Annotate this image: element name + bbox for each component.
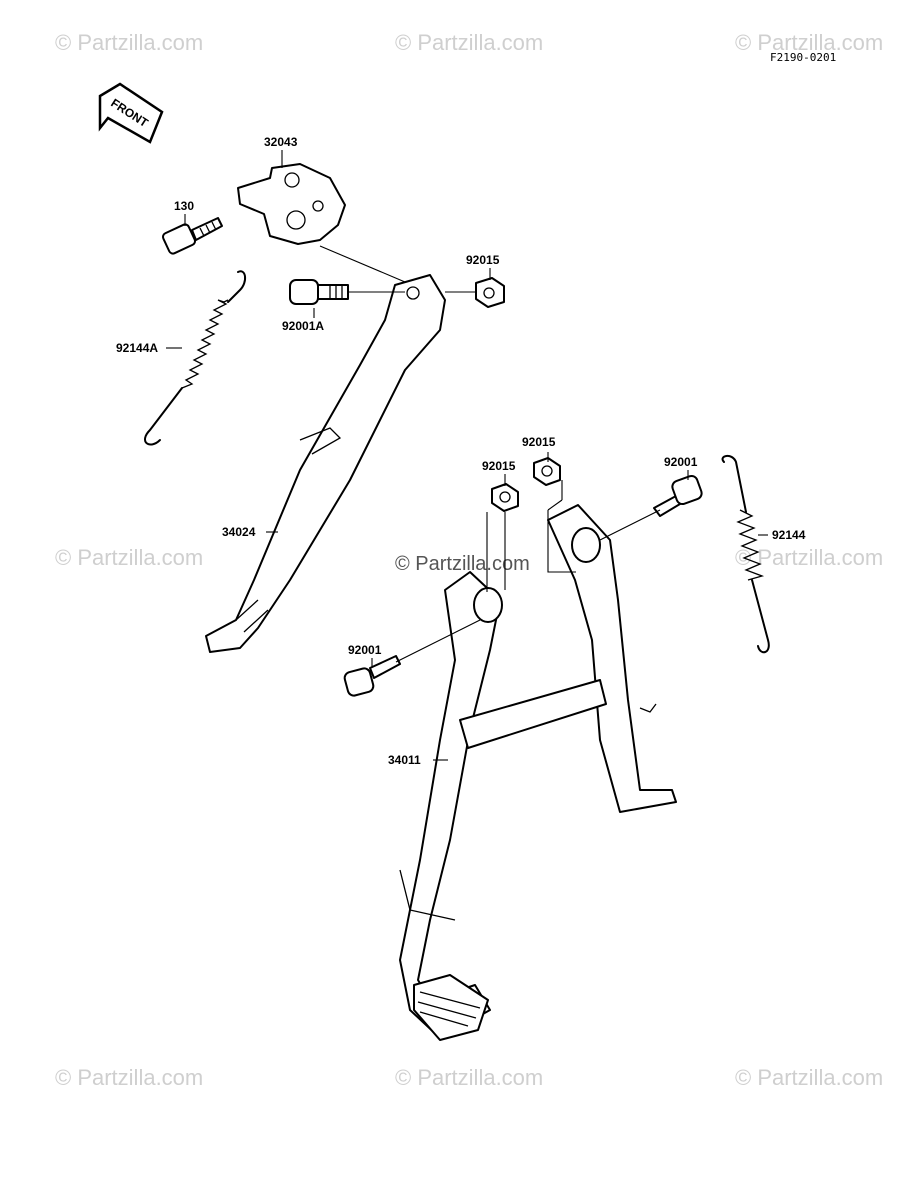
watermarks: © Partzilla.com © Partzilla.com © Partzi…: [55, 30, 883, 1090]
watermark-mid-left: © Partzilla.com: [55, 545, 203, 570]
label-92001-main-right: 92001: [664, 455, 698, 469]
nut-main-right-part: [533, 457, 561, 486]
label-92015-main-left: 92015: [482, 459, 516, 473]
watermark-bottom-center: © Partzilla.com: [395, 1065, 543, 1090]
front-arrow-icon: FRONT: [98, 82, 164, 144]
watermark-top-center: © Partzilla.com: [395, 30, 543, 55]
side-stand-part: [205, 274, 446, 653]
bolt-130-part: [161, 217, 223, 255]
figure-code: F2190-0201: [770, 51, 836, 64]
leader-lines: [166, 150, 768, 761]
bolt-main-left-part: [343, 655, 401, 697]
label-92001a: 92001A: [282, 319, 324, 333]
watermark-top-left: © Partzilla.com: [55, 30, 203, 55]
spring-main-part: [721, 455, 770, 654]
label-92015-main-right: 92015: [522, 435, 556, 449]
main-stand-part: [399, 504, 677, 1041]
bolt-main-right-part: [653, 474, 703, 517]
label-92144a: 92144A: [116, 341, 158, 355]
part-labels: 32043 130 92015 92001A 92144A 34024 9201…: [116, 135, 806, 767]
watermark-mid-right: © Partzilla.com: [735, 545, 883, 570]
watermark-bottom-right: © Partzilla.com: [735, 1065, 883, 1090]
label-34024: 34024: [222, 525, 256, 539]
nut-main-left-part: [491, 483, 519, 512]
spring-side-part: [144, 270, 246, 446]
watermark-center: © Partzilla.com: [395, 553, 530, 575]
watermark-top-right: © Partzilla.com: [735, 30, 883, 55]
nut-side-part: [475, 277, 505, 308]
label-130: 130: [174, 199, 194, 213]
label-92144: 92144: [772, 528, 806, 542]
watermark-bottom-left: © Partzilla.com: [55, 1065, 203, 1090]
label-32043: 32043: [264, 135, 298, 149]
label-34011: 34011: [388, 753, 421, 767]
label-92001-main-left: 92001: [348, 643, 382, 657]
bracket-part: [237, 163, 346, 245]
pivot-bolt-side-part: [289, 279, 349, 305]
label-92015-side: 92015: [466, 253, 500, 267]
